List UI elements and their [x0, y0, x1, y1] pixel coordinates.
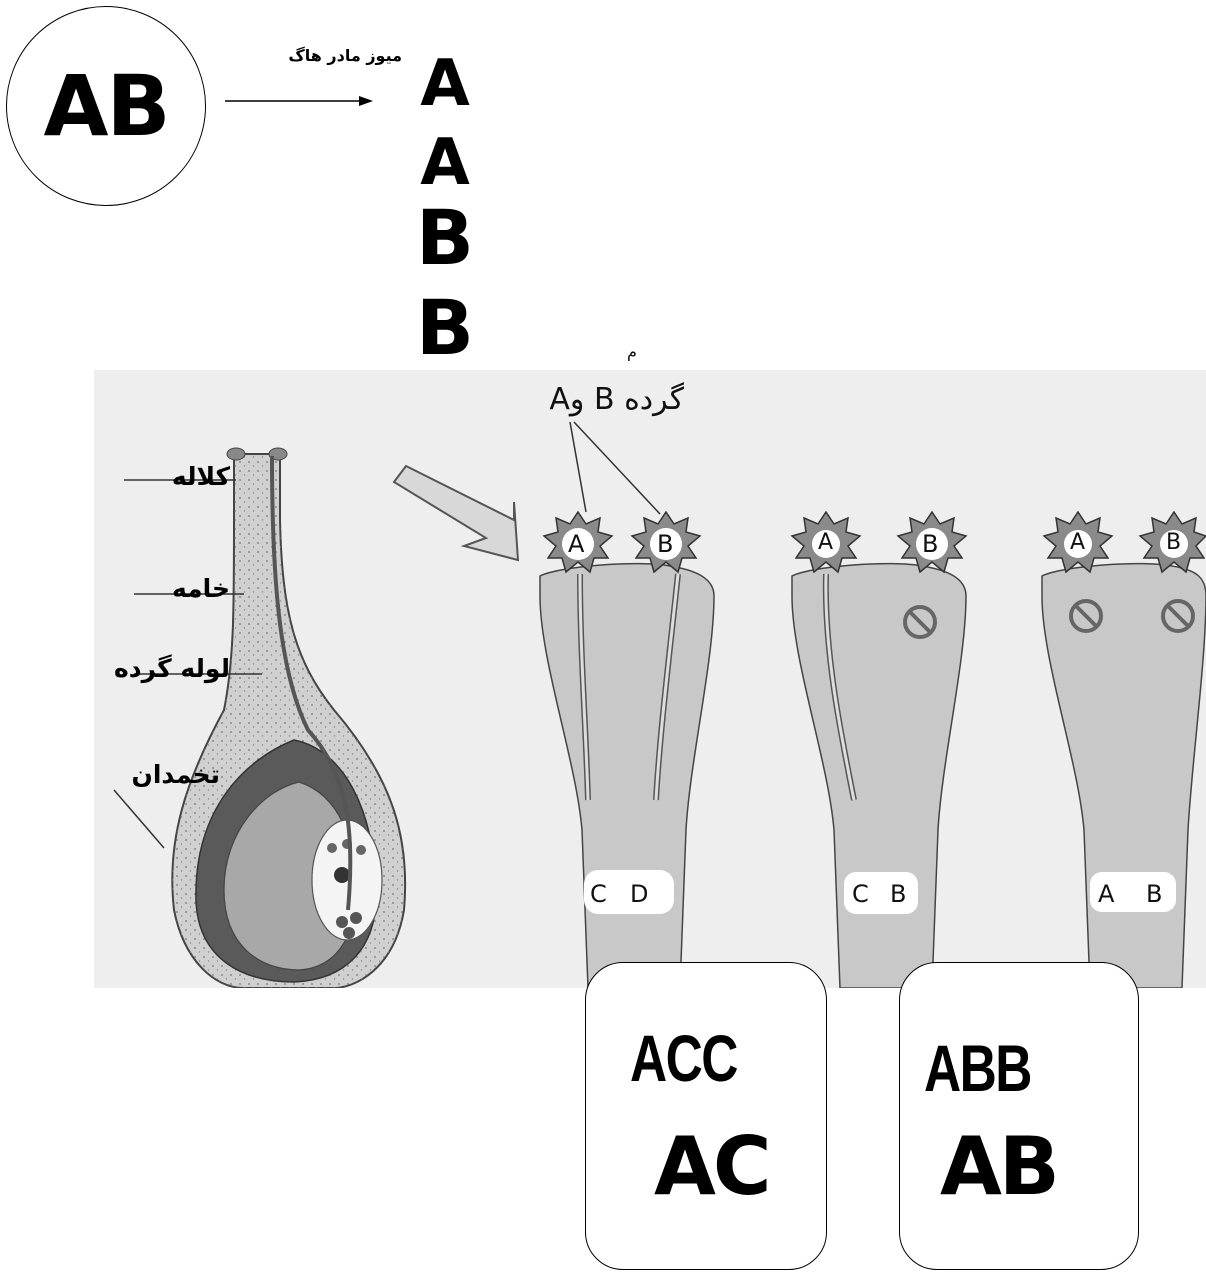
spore-2: A	[410, 131, 480, 195]
scenario-1-grain-b: B	[657, 530, 673, 558]
result-box-2	[899, 962, 1139, 1270]
scenario-2-grain-b: B	[922, 530, 938, 558]
spore-4: B	[410, 290, 480, 366]
label-style: خامه	[100, 574, 230, 603]
result-2-embryo: AB	[940, 1120, 1057, 1213]
result-box-1	[585, 962, 827, 1270]
scenario-3-grain-b: B	[1166, 530, 1181, 555]
meiosis-arrow	[225, 88, 375, 112]
scenario-3-grain-a: A	[1070, 530, 1085, 555]
label-ovary: تخمدان	[90, 760, 220, 789]
scenario-2-style-b: B	[890, 880, 906, 908]
scenario-2-grain-a: A	[818, 530, 833, 555]
result-1-endosperm: ACC	[630, 1020, 737, 1096]
result-1-embryo: AC	[654, 1120, 769, 1213]
label-stigma: کلاله	[100, 462, 230, 491]
meiosis-label: میوز مادر هاگ	[232, 46, 402, 65]
result-2-endosperm: ABB	[924, 1030, 1031, 1106]
scenario-3-style-a: A	[1098, 880, 1114, 908]
style-scenarios	[520, 500, 1206, 988]
scenario-2-style-c: C	[852, 880, 869, 908]
pollen-note-label: گرده B وA	[484, 382, 684, 417]
scenario-1-grain-a: A	[568, 530, 584, 558]
spore-3: B	[410, 200, 480, 276]
scenario-1-style-c: C	[590, 880, 607, 908]
pollen-note-mark: م	[627, 342, 637, 361]
spore-1: A	[410, 52, 480, 116]
label-pollen-tube: لوله گرده	[8, 654, 230, 683]
scenario-1-style-d: D	[630, 880, 648, 908]
parent-genotype: AB	[6, 6, 206, 206]
scenario-3-style-b: B	[1146, 880, 1162, 908]
